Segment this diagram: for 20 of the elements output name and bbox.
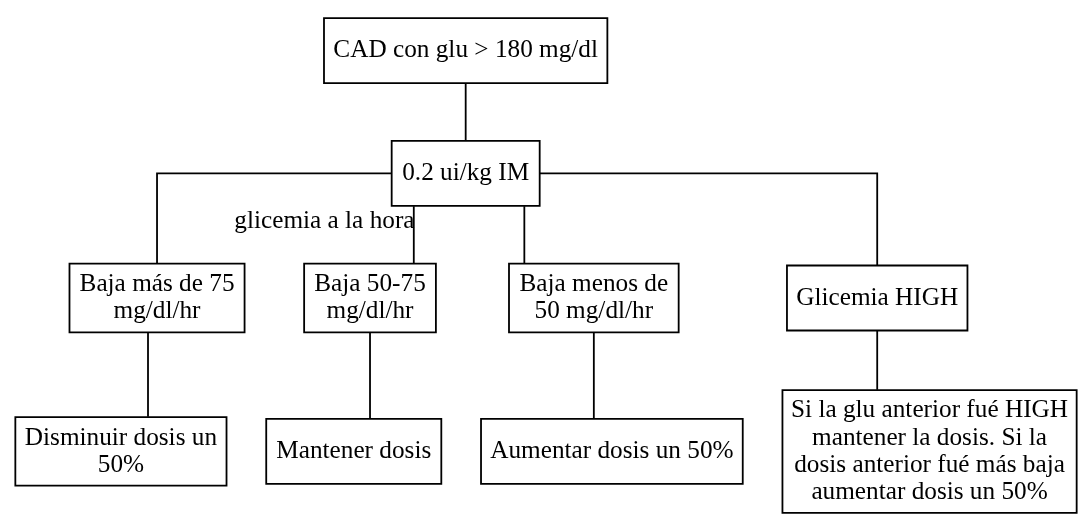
node-box: Disminuir dosis un 50% — [14, 416, 228, 487]
connector — [876, 329, 879, 391]
connector — [412, 205, 415, 265]
node-box: Si la glu anterior fué HIGH mantener la dosis. Si la dosis anterior fué más baja aumentar dosis un 50% — [781, 389, 1078, 514]
node-box: Glicemia HIGH — [786, 264, 969, 332]
edge-label: glicemia a la hora — [234, 204, 415, 233]
node-box: Aumentar dosis un 50% — [480, 418, 744, 485]
connector — [147, 331, 149, 418]
connector — [156, 172, 392, 265]
connector — [592, 331, 595, 420]
node-box: Baja menos de 50 mg/dl/hr — [508, 262, 680, 334]
connector — [538, 172, 879, 267]
node-box: Baja 50-75 mg/dl/hr — [303, 262, 437, 334]
node-box: Baja más de 75 mg/dl/hr — [68, 262, 246, 334]
connector — [464, 82, 467, 142]
connector — [523, 205, 526, 265]
connector — [369, 331, 371, 420]
node-box: Mantener dosis — [265, 418, 443, 485]
node-box: CAD con glu > 180 mg/dl — [323, 17, 609, 85]
node-box: 0.2 ui/kg IM — [390, 140, 541, 207]
